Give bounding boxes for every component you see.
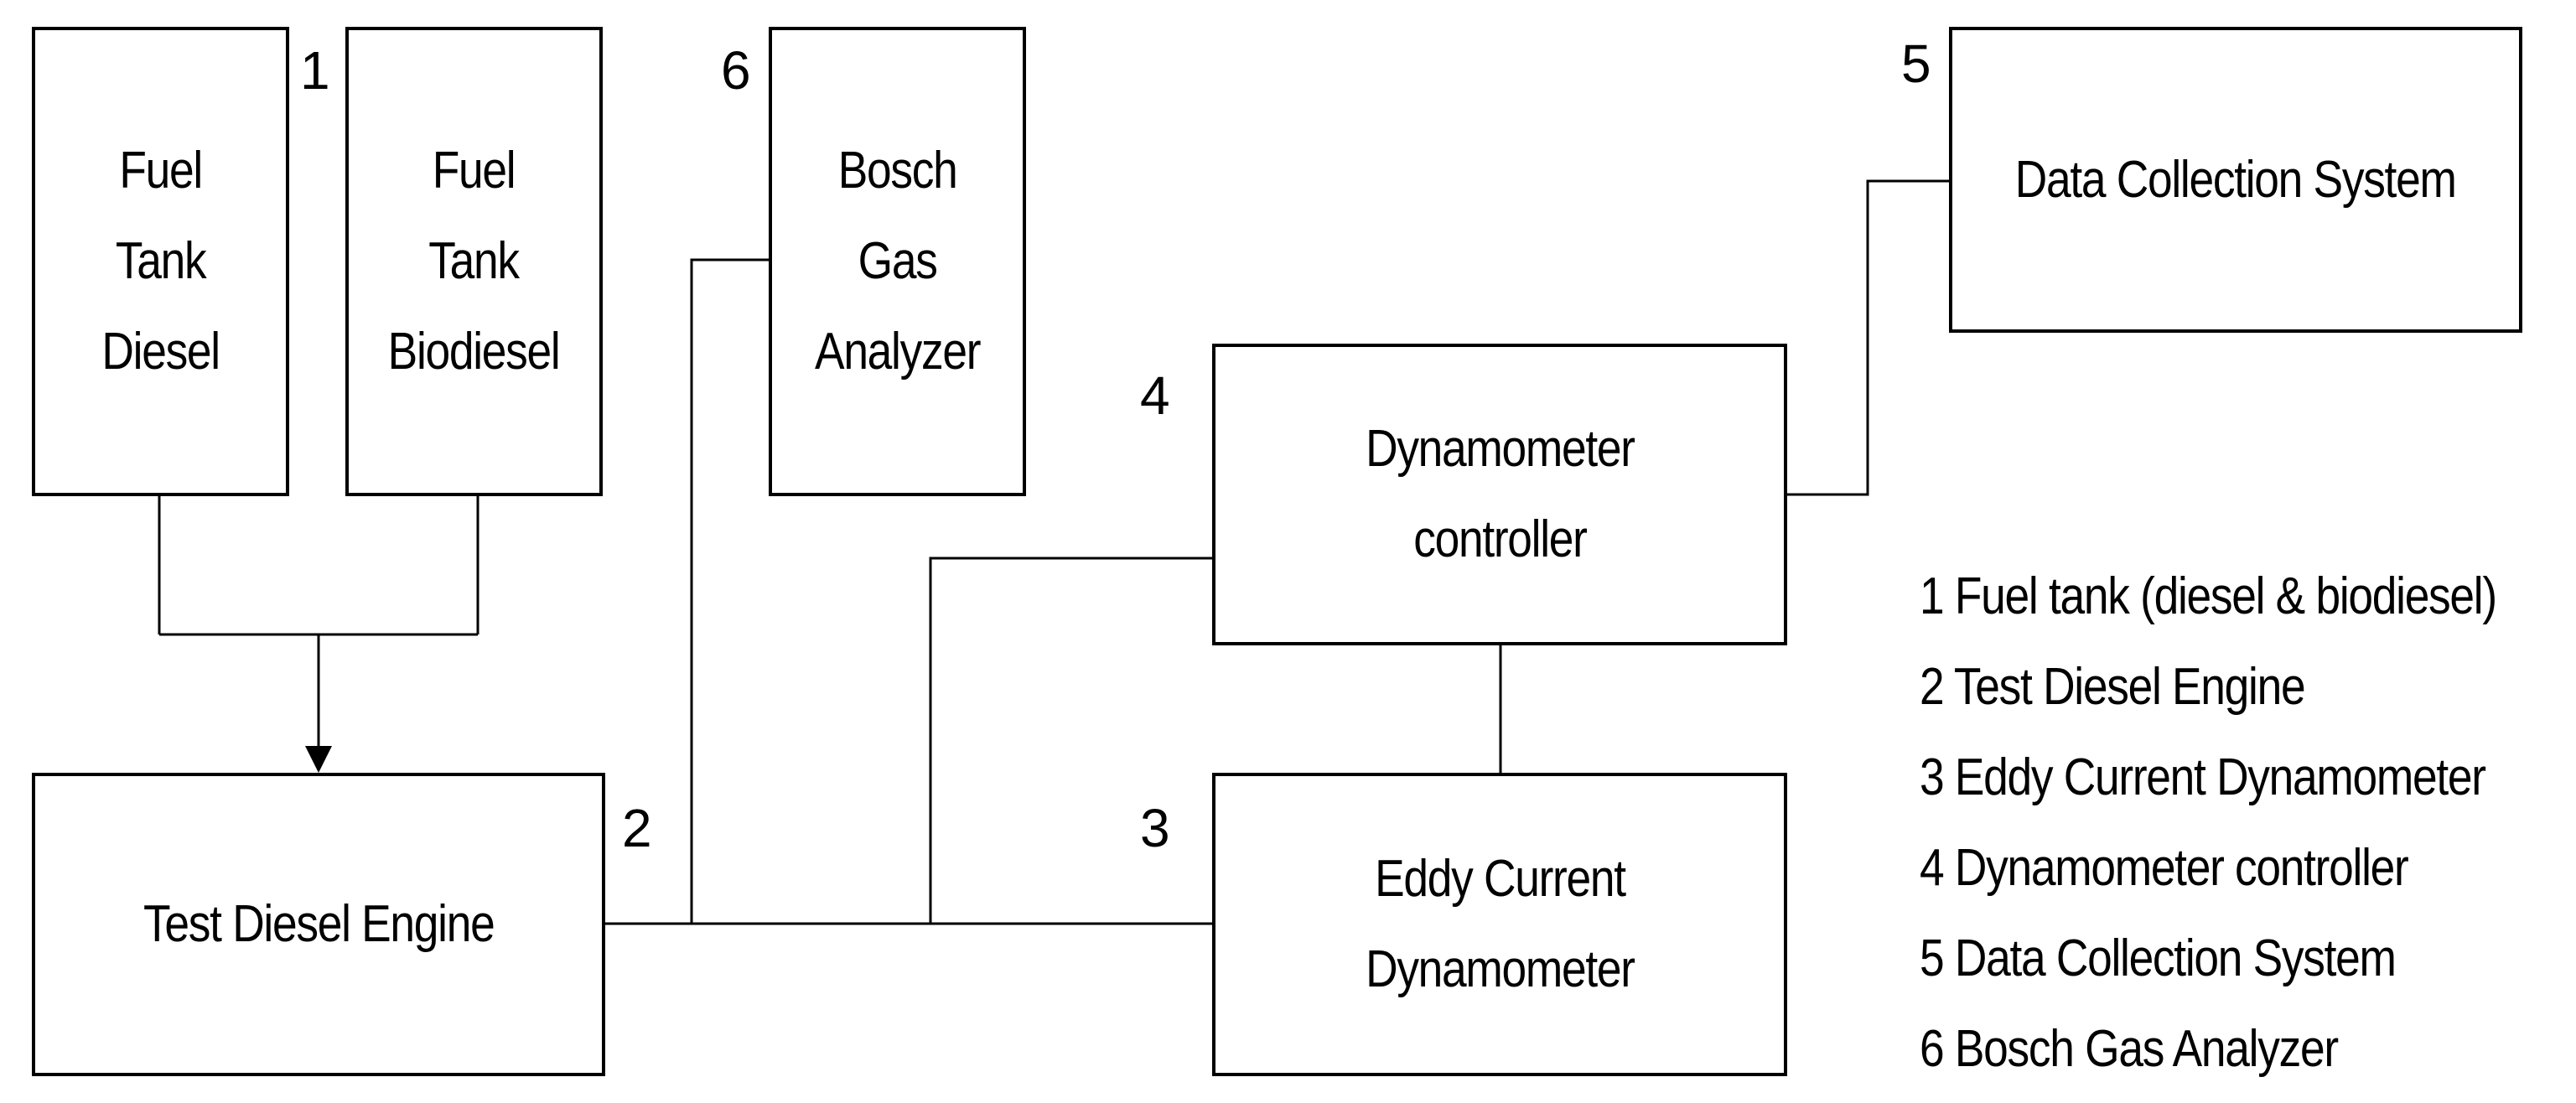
line-engine-to-gas-analyzer [690,258,769,924]
line-engine-to-controller [929,557,1212,924]
number-2: 2 [622,798,652,858]
test-diesel-engine-label: Test Diesel Engine [143,895,495,953]
number-3: 3 [1140,798,1170,858]
legend: 1 Fuel tank (diesel & biodiesel) 2 Test … [1920,552,2576,1095]
data-collection-system-box: Data Collection System [1949,27,2522,333]
dynamometer-controller-box: Dynamometer controller [1212,344,1787,645]
test-diesel-engine-box: Test Diesel Engine [32,773,605,1076]
legend-item: 6 Bosch Gas Analyzer [1920,1020,2339,1078]
bosch-gas-analyzer-label: Bosch Gas Analyzer [814,142,981,381]
fuel-tank-diesel-label: Fuel Tank Diesel [101,142,220,381]
legend-item: 2 Test Diesel Engine [1920,658,2306,716]
bosch-gas-analyzer-box: Bosch Gas Analyzer [769,27,1026,496]
number-1: 1 [300,40,330,101]
legend-item: 5 Data Collection System [1920,930,2397,987]
number-4: 4 [1140,365,1170,426]
fuel-tank-biodiesel-label: Fuel Tank Biodiesel [388,142,561,381]
number-5: 5 [1901,34,1931,94]
eddy-current-dynamometer-label: Eddy Current Dynamometer [1365,850,1635,998]
legend-item: 3 Eddy Current Dynamometer [1920,748,2486,806]
line-controller-to-data-collection [1786,179,1949,496]
dynamometer-controller-label: Dynamometer controller [1365,420,1635,568]
arrowhead-to-engine [305,746,332,773]
eddy-current-dynamometer-box: Eddy Current Dynamometer [1212,773,1787,1076]
legend-item: 1 Fuel tank (diesel & biodiesel) [1920,567,2497,625]
data-collection-system-label: Data Collection System [2015,150,2457,209]
fuel-tank-diesel-box: Fuel Tank Diesel [32,27,289,496]
legend-item: 4 Dynamometer controller [1920,839,2409,897]
number-6: 6 [721,40,751,101]
fuel-tank-biodiesel-box: Fuel Tank Biodiesel [345,27,603,496]
